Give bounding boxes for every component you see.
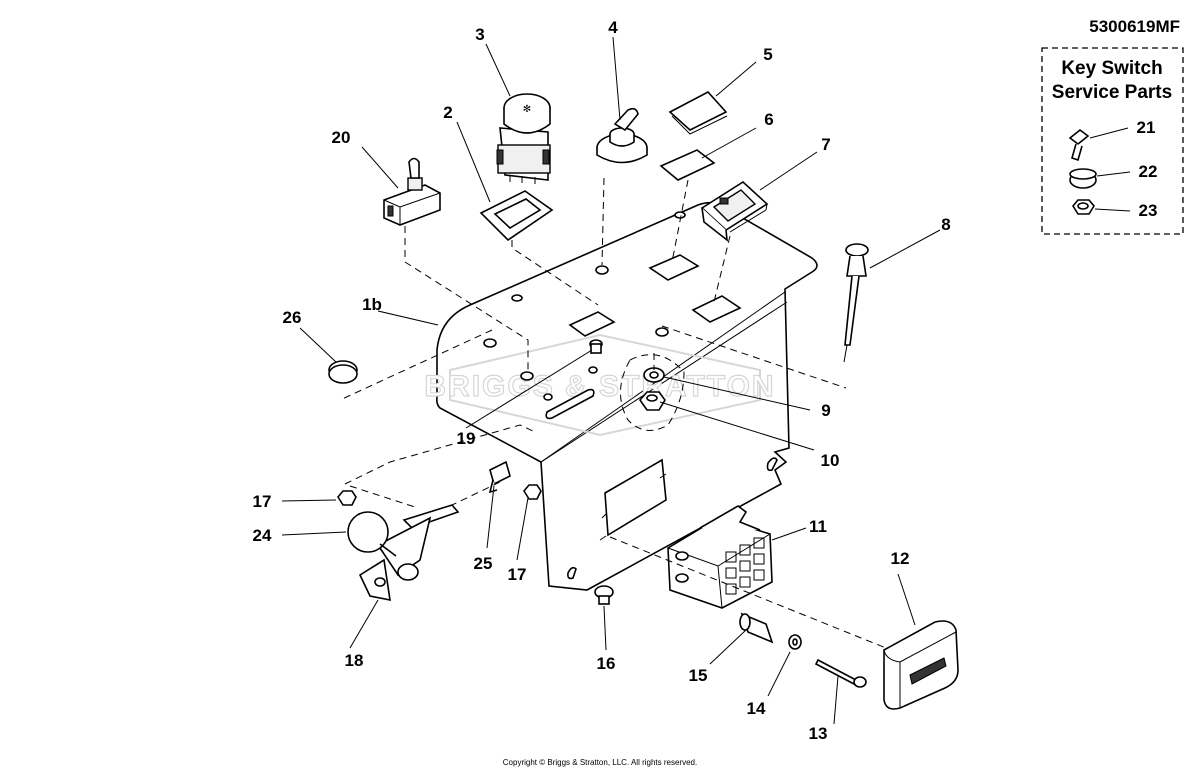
label-11: 11	[809, 517, 827, 536]
hour-meter-cover-part	[668, 91, 728, 135]
label-12: 12	[891, 549, 910, 568]
lock-washer-part	[788, 634, 802, 650]
nut-17a-part	[337, 490, 357, 506]
label-9: 9	[821, 401, 830, 420]
nut-icon	[1072, 199, 1095, 215]
spacer-part	[739, 612, 774, 644]
label-23: 23	[1139, 201, 1158, 220]
hole-plug-part	[328, 360, 358, 384]
label-14: 14	[747, 699, 766, 718]
label-24: 24	[253, 526, 272, 545]
label-13: 13	[809, 724, 828, 743]
ignition-switch-part	[596, 107, 648, 164]
copyright-notice: Copyright © Briggs & Stratton, LLC. All …	[503, 758, 697, 767]
label-15: 15	[689, 666, 708, 685]
service-box-title-line2: Service Parts	[1052, 82, 1172, 103]
key-icon	[1068, 128, 1090, 162]
choke-cable-part	[843, 243, 869, 363]
nut-17b-part	[523, 484, 542, 500]
throttle-lever-part	[347, 504, 460, 602]
watermark-text: BRIGGS & STRATTON	[424, 370, 775, 403]
switch-bezel-part	[479, 190, 554, 242]
cable-clip-part	[488, 460, 511, 494]
dash-panel-plate: BRIGGS & STRATTON	[424, 201, 818, 591]
label-8: 8	[941, 215, 950, 234]
watermark-logo: BRIGGS & STRATTON	[424, 333, 775, 437]
label-4: 4	[608, 18, 618, 37]
callout-labels: 20 2 3 4 5 6 7 8 1b 26 19 9 10 11 12 13 …	[253, 18, 951, 743]
switch-cap-icon	[1069, 168, 1097, 189]
washer-part	[643, 367, 665, 383]
label-26: 26	[283, 308, 302, 327]
label-2: 2	[443, 103, 452, 122]
label-10: 10	[821, 451, 840, 470]
light-switch-part	[700, 180, 769, 242]
panel-screw-part	[594, 585, 614, 605]
label-6: 6	[764, 110, 773, 129]
label-22: 22	[1139, 162, 1158, 181]
label-1b: 1b	[362, 295, 382, 314]
screw-part	[814, 658, 867, 688]
label-25: 25	[474, 554, 493, 573]
key-switch-service-parts-box: Key Switch Service Parts 21 22 23	[1041, 47, 1184, 235]
label-5: 5	[763, 45, 772, 64]
leader-lines	[281, 36, 941, 725]
bolt-part	[589, 339, 603, 354]
svg-text:✻: ✻	[523, 104, 531, 115]
label-16: 16	[597, 654, 616, 673]
pto-switch-part: ✻	[496, 93, 551, 184]
label-18: 18	[345, 651, 364, 670]
label-21: 21	[1137, 118, 1156, 137]
gasket-part	[659, 149, 716, 181]
connector-part	[667, 505, 773, 609]
drawing-number: 5300619MF	[1089, 17, 1180, 36]
label-17a: 17	[253, 492, 272, 511]
assembly-lines	[339, 177, 887, 649]
label-3: 3	[475, 25, 484, 44]
connector-cover-part	[883, 620, 959, 710]
label-20: 20	[332, 128, 351, 147]
service-box-title-line1: Key Switch	[1061, 58, 1162, 79]
nut-part	[638, 391, 666, 411]
label-17b: 17	[508, 565, 527, 584]
label-19: 19	[457, 429, 476, 448]
toggle-switch-part	[383, 157, 441, 226]
label-7: 7	[821, 135, 830, 154]
